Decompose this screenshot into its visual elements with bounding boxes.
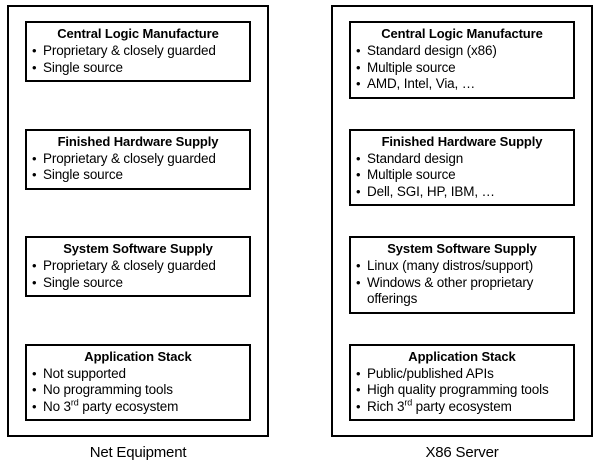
layer-title: System Software Supply [387,241,537,256]
column-x86-server: Central Logic ManufactureStandard design… [331,5,593,437]
ordinal-suffix: rd [404,397,413,407]
ordinal-suffix: rd [70,397,79,407]
layer-bullet-item: Standard design (x86) [356,43,568,60]
layer-bullet-item: Rich 3rd party ecosystem [356,397,568,416]
layer-bullet-item: Standard design [356,151,568,168]
column-caption-net-equipment: Net Equipment [89,444,187,461]
layer-bullet-item: Single source [32,275,244,292]
layer-bullet-list: Proprietary & closely guardedSingle sour… [32,258,244,291]
layer-bullet-list: Linux (many distros/support)Windows & ot… [356,258,568,308]
layer-box: Central Logic ManufactureProprietary & c… [25,21,251,82]
layer-title: System Software Supply [63,241,213,256]
layer-title: Finished Hardware Supply [57,133,219,149]
layer-bullet-list: Proprietary & closely guardedSingle sour… [32,151,244,184]
layer-box: Application StackPublic/published APIsHi… [349,343,575,421]
layer-bullet-item: No programming tools [32,382,244,399]
layer-box: Application StackNot supportedNo program… [25,343,251,421]
column-caption-x86-server: X86 Server [425,444,499,461]
layer-bullet-item: Proprietary & closely guarded [32,151,244,168]
layer-bullet-item: Multiple source [356,167,568,184]
layer-box: Finished Hardware SupplyProprietary & cl… [25,128,251,190]
layer-bullet-item: Single source [32,167,244,184]
layer-bullet-list: Standard design (x86)Multiple sourceAMD,… [356,43,568,93]
layer-bullet-item: Dell, SGI, HP, IBM, … [356,184,568,201]
layer-box: Central Logic ManufactureStandard design… [349,21,575,99]
layer-title: Finished Hardware Supply [381,133,543,149]
layer-box: Finished Hardware SupplyStandard designM… [349,128,575,206]
layer-stack: Central Logic ManufactureProprietary & c… [25,7,251,435]
layer-bullet-item: Proprietary & closely guarded [32,258,244,275]
layer-bullet-list: Standard designMultiple sourceDell, SGI,… [356,151,568,201]
layer-title: Application Stack [84,348,192,364]
layer-bullet-item: Single source [32,60,244,77]
layer-title: Central Logic Manufacture [57,26,219,41]
layer-bullet-item: Proprietary & closely guarded [32,43,244,60]
layer-box: System Software SupplyProprietary & clos… [25,236,251,297]
layer-bullet-list: Public/published APIsHigh quality progra… [356,366,568,416]
layer-bullet-list: Not supportedNo programming toolsNo 3rd … [32,366,244,416]
layer-title: Application Stack [408,348,516,364]
layer-bullet-item: Not supported [32,366,244,383]
layer-title: Central Logic Manufacture [381,26,543,41]
layer-box: System Software SupplyLinux (many distro… [349,236,575,314]
layer-bullet-item: Multiple source [356,60,568,77]
layer-bullet-item: Public/published APIs [356,366,568,383]
layer-bullet-item: Windows & other proprietary offerings [356,275,568,308]
layer-bullet-item: AMD, Intel, Via, … [356,76,568,93]
column-net-equipment: Central Logic ManufactureProprietary & c… [7,5,269,437]
layer-stack: Central Logic ManufactureStandard design… [349,7,575,435]
layer-bullet-item: Linux (many distros/support) [356,258,568,275]
layer-bullet-list: Proprietary & closely guardedSingle sour… [32,43,244,76]
layer-bullet-item: High quality programming tools [356,382,568,399]
layer-bullet-item: No 3rd party ecosystem [32,397,244,416]
